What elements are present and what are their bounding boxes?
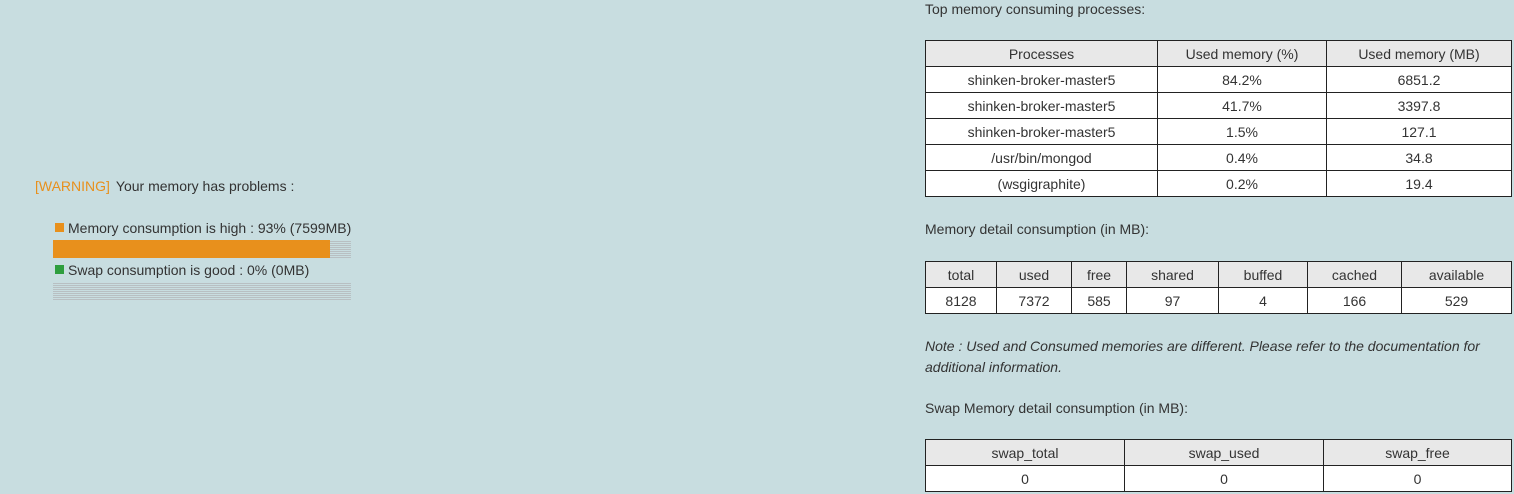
memory-label: Memory consumption is high : 93% (7599MB… <box>68 220 352 236</box>
header-cell: Processes <box>925 40 1158 67</box>
table-cell: 84.2% <box>1157 66 1327 93</box>
header-cell: total <box>925 261 997 288</box>
memory-status-icon <box>55 223 64 232</box>
table-cell: 166 <box>1307 287 1402 314</box>
memory-consumption: Memory consumption is high : 93% (7599MB… <box>55 220 351 236</box>
table-cell: 41.7% <box>1157 92 1327 119</box>
status-warning: [WARNING] Your memory has problems : <box>35 178 294 194</box>
table-cell: 529 <box>1401 287 1512 314</box>
detail-title: Memory detail consumption (in MB): <box>925 221 1150 237</box>
table-row: (wsgigraphite)0.2%19.4 <box>925 170 1512 197</box>
header-cell: free <box>1071 261 1127 288</box>
table-cell: shinken-broker-master5 <box>925 92 1158 119</box>
table-cell: 0.4% <box>1157 144 1327 171</box>
table-cell: (wsgigraphite) <box>925 170 1158 197</box>
table-cell: 127.1 <box>1326 118 1512 145</box>
table-cell: 585 <box>1071 287 1127 314</box>
table-cell: 19.4 <box>1326 170 1512 197</box>
table-cell: 34.8 <box>1326 144 1512 171</box>
header-cell: available <box>1401 261 1512 288</box>
header-cell: used <box>996 261 1072 288</box>
table-cell: 0 <box>1124 465 1324 492</box>
header-cell: buffed <box>1218 261 1308 288</box>
note-text: Note : Used and Consumed memories are di… <box>925 338 1480 375</box>
swap-progress-bar <box>53 282 351 300</box>
table-cell: 1.5% <box>1157 118 1327 145</box>
table-cell: 0.2% <box>1157 170 1327 197</box>
table-cell: 7372 <box>996 287 1072 314</box>
memory-progress-bar <box>53 240 351 258</box>
header-cell: swap_total <box>925 439 1125 466</box>
table-cell: 3397.8 <box>1326 92 1512 119</box>
header-cell: Used memory (%) <box>1157 40 1327 67</box>
swap-label: Swap consumption is good : 0% (0MB) <box>68 262 310 278</box>
processes-title: Top memory consuming processes: <box>925 1 1146 17</box>
swap-status-icon <box>55 265 64 274</box>
table-cell: shinken-broker-master5 <box>925 118 1158 145</box>
header-cell: shared <box>1126 261 1219 288</box>
table-cell: 4 <box>1218 287 1308 314</box>
table-cell: 8128 <box>925 287 997 314</box>
swap-detail-title: Swap Memory detail consumption (in MB): <box>925 400 1188 416</box>
table-cell: shinken-broker-master5 <box>925 66 1158 93</box>
header-cell: cached <box>1307 261 1402 288</box>
table-cell: /usr/bin/mongod <box>925 144 1158 171</box>
header-cell: swap_free <box>1323 439 1512 466</box>
header-cell: Used memory (MB) <box>1326 40 1512 67</box>
memory-progress-fill <box>53 240 331 258</box>
warning-tag: [WARNING] <box>35 178 110 194</box>
header-cell: swap_used <box>1124 439 1324 466</box>
table-cell: 0 <box>925 465 1125 492</box>
table-cell: 97 <box>1126 287 1219 314</box>
table-cell: 0 <box>1323 465 1512 492</box>
warning-message: Your memory has problems : <box>115 178 295 194</box>
table-cell: 6851.2 <box>1326 66 1512 93</box>
swap-consumption: Swap consumption is good : 0% (0MB) <box>55 262 309 278</box>
